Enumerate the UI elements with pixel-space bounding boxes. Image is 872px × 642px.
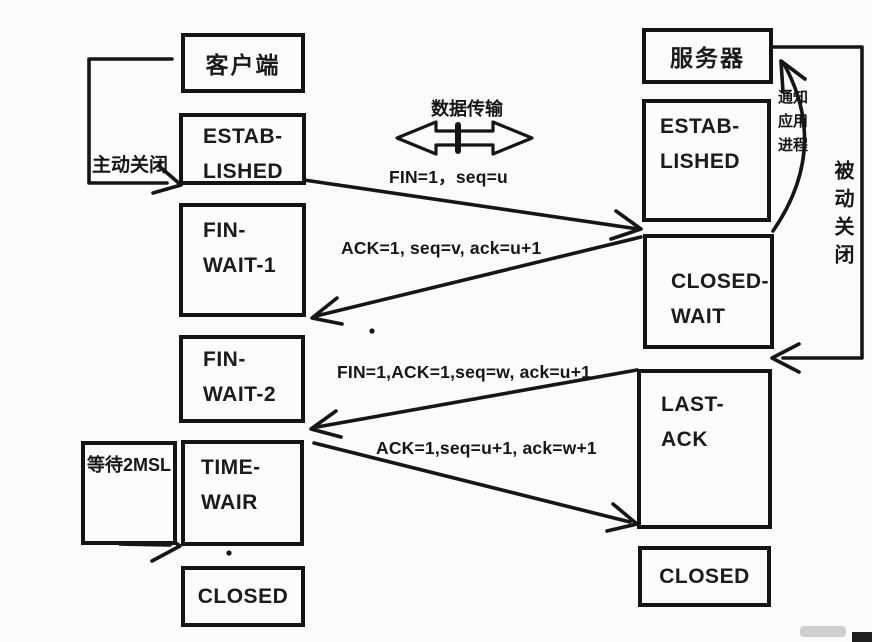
- last-ack-line2: ACK: [661, 428, 708, 451]
- fin-wait-2-line1: FIN-: [203, 348, 246, 371]
- server-established-box: ESTAB- LISHED: [642, 99, 771, 222]
- notify-application-label: 通知应用进程: [778, 89, 809, 154]
- fin-2-arrow: [309, 368, 639, 439]
- fin-2-arrowhead: [309, 409, 343, 439]
- client-fin-wait-2-box: FIN- WAIT-2: [179, 335, 305, 423]
- notify-application-arrow: [771, 59, 807, 233]
- time-wait-line2: WAIR: [201, 491, 258, 514]
- fin-1-message-label: FIN=1，seq=u: [389, 167, 508, 187]
- server-closed-box: CLOSED: [638, 546, 771, 607]
- ink-dot: [369, 328, 375, 334]
- closed-wait-line2: WAIT: [671, 305, 726, 328]
- client-fin-wait-1-box: FIN- WAIT-1: [179, 203, 306, 317]
- server-established-line1: ESTAB-: [660, 115, 740, 138]
- client-established-line1: ESTAB-: [203, 125, 283, 148]
- fin-wait-1-line1: FIN-: [203, 219, 246, 242]
- client-closed-label: CLOSED: [197, 584, 289, 608]
- wait-2msl-label: 等待2MSL: [86, 455, 171, 475]
- time-wait-line1: TIME-: [201, 456, 261, 479]
- active-close-connector-line: [87, 57, 183, 195]
- wait-2msl-box: 等待2MSL: [81, 441, 177, 545]
- client-established-box: ESTAB- LISHED: [179, 113, 306, 185]
- fin-2-message-label: FIN=1,ACK=1,seq=w, ack=u+1: [337, 362, 592, 382]
- client-title: 客户端: [205, 52, 281, 78]
- closed-wait-line1: CLOSED-: [671, 270, 769, 293]
- notify-application-arrowhead: [779, 59, 807, 94]
- server-title: 服务器: [670, 45, 745, 71]
- ack-1-message-label: ACK=1, seq=v, ack=u+1: [341, 238, 542, 258]
- client-time-wait-box: TIME- WAIR: [181, 440, 304, 546]
- ink-dot: [226, 550, 232, 556]
- data-transfer-double-arrow: [395, 120, 534, 156]
- server-last-ack-box: LAST- ACK: [637, 369, 772, 529]
- server-title-box: 服务器: [642, 28, 773, 84]
- active-close-label: 主动关闭: [92, 155, 169, 176]
- client-established-line2: LISHED: [203, 160, 284, 183]
- client-title-box: 客户端: [181, 33, 305, 93]
- data-transfer-label: 数据传输: [431, 99, 503, 119]
- scan-black-mark: [852, 632, 872, 642]
- ack-1-arrow: [310, 235, 643, 326]
- fin-wait-1-line2: WAIT-1: [203, 254, 277, 277]
- passive-close-connector-line: [770, 45, 864, 374]
- active-close-arrowhead: [151, 164, 183, 195]
- fin-1-arrowhead: [609, 209, 643, 241]
- server-established-line2: LISHED: [660, 150, 741, 173]
- scan-smudge: [800, 626, 846, 637]
- ack-1-arrowhead: [310, 296, 344, 326]
- server-closed-label: CLOSED: [659, 564, 750, 588]
- client-closed-box: CLOSED: [181, 566, 305, 627]
- ack-2-message-label: ACK=1,seq=u+1, ack=w+1: [376, 438, 597, 458]
- server-closed-wait-box: CLOSED- WAIT: [643, 234, 774, 349]
- passive-close-arrowhead: [770, 342, 801, 374]
- last-ack-line1: LAST-: [661, 393, 725, 416]
- fin-1-arrow: [302, 178, 643, 241]
- fin-wait-2-line2: WAIT-2: [203, 383, 277, 406]
- passive-close-label: 被动关闭: [831, 160, 853, 272]
